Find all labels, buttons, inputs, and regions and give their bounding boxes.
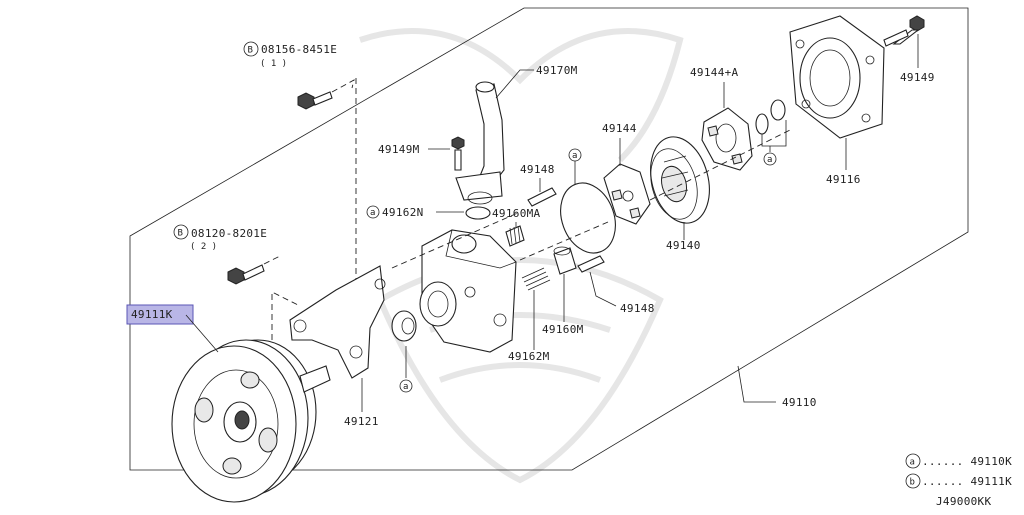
hose-icon xyxy=(455,81,505,205)
label-49148-top[interactable]: 49148 xyxy=(520,163,555,176)
front-cover-icon xyxy=(789,15,885,139)
legend-a-text: ...... 49110K xyxy=(922,455,1012,468)
bolt-lower-icon xyxy=(227,255,281,285)
label-49170M[interactable]: 49170M xyxy=(536,64,578,77)
rotor-plate-icon xyxy=(701,107,753,171)
leader-49110 xyxy=(737,365,776,403)
oring-large-icon xyxy=(560,182,616,254)
svg-text:a: a xyxy=(403,382,408,392)
bolt-49149M-icon xyxy=(451,136,465,171)
bolt-ref-upper-part: 08156-8451E xyxy=(261,43,337,56)
svg-text:a: a xyxy=(767,155,772,165)
watermark-emblem xyxy=(359,28,684,484)
label-49110[interactable]: 49110 xyxy=(782,396,817,409)
leader-49111K xyxy=(185,314,219,353)
oring-49162N-icon xyxy=(465,206,491,220)
marker-b-lower: B xyxy=(178,229,183,239)
label-49162N[interactable]: 49162N xyxy=(382,206,424,219)
svg-text:b: b xyxy=(910,478,915,488)
label-49149[interactable]: 49149 xyxy=(900,71,935,84)
diagram-code: J49000KK xyxy=(936,495,991,508)
label-49121[interactable]: 49121 xyxy=(344,415,379,428)
marker-a-oring: a xyxy=(568,148,582,162)
alignment-line-main xyxy=(391,129,791,269)
bolt-49149-icon xyxy=(883,15,925,47)
valve-49160MA-icon xyxy=(505,225,525,247)
pulley-icon xyxy=(171,339,331,503)
marker-a-seal: a xyxy=(399,379,413,393)
assembly-boundary xyxy=(129,7,969,471)
side-plate-49144-icon xyxy=(603,163,651,225)
bolt-ref-lower-qty: ( 2 ) xyxy=(190,242,217,252)
svg-text:a: a xyxy=(910,458,915,468)
bolt-ref-lower-part: 08120-8201E xyxy=(191,227,267,240)
marker-b-upper: B xyxy=(248,46,253,56)
label-49144A[interactable]: 49144+A xyxy=(690,66,739,79)
seal-icon xyxy=(391,310,417,342)
label-49144[interactable]: 49144 xyxy=(602,122,637,135)
label-49116[interactable]: 49116 xyxy=(826,173,861,186)
label-49162M[interactable]: 49162M xyxy=(508,350,550,363)
svg-text:a: a xyxy=(572,151,577,161)
bolt-ref-lower[interactable]: B 08120-8201E ( 2 ) xyxy=(173,224,267,252)
marker-a-small-orings: a xyxy=(763,152,777,166)
legend-row-b: b ...... 49111K xyxy=(905,473,1012,489)
legend-b-text: ...... 49111K xyxy=(922,475,1012,488)
label-49140[interactable]: 49140 xyxy=(666,239,701,252)
pin-49148-top-icon xyxy=(527,187,557,207)
pulley-label-highlight[interactable]: 49111K xyxy=(126,304,194,325)
cam-ring-icon xyxy=(650,136,710,224)
label-49160M[interactable]: 49160M xyxy=(542,323,584,336)
bracket-icon xyxy=(289,265,386,379)
bolt-upper-icon xyxy=(297,79,355,110)
small-orings-icon xyxy=(755,99,787,152)
svg-text:a: a xyxy=(370,208,375,218)
valve-49160M-icon xyxy=(553,246,577,275)
bolt-ref-upper[interactable]: B 08156-8451E ( 1 ) xyxy=(243,41,337,69)
legend-row-a: a ...... 49110K xyxy=(905,453,1012,469)
marker-a-49162N: a xyxy=(366,205,380,219)
bolt-lower-guide xyxy=(271,291,301,340)
pin-49148-bot-icon xyxy=(577,255,605,273)
pump-housing-icon xyxy=(419,229,517,353)
label-49111K: 49111K xyxy=(131,308,173,321)
bolt-ref-upper-qty: ( 1 ) xyxy=(260,59,287,69)
leader-49170M xyxy=(495,69,534,99)
label-49148-bot[interactable]: 49148 xyxy=(620,302,655,315)
spring-49162M-icon xyxy=(521,267,551,291)
label-49149M[interactable]: 49149M xyxy=(378,143,420,156)
